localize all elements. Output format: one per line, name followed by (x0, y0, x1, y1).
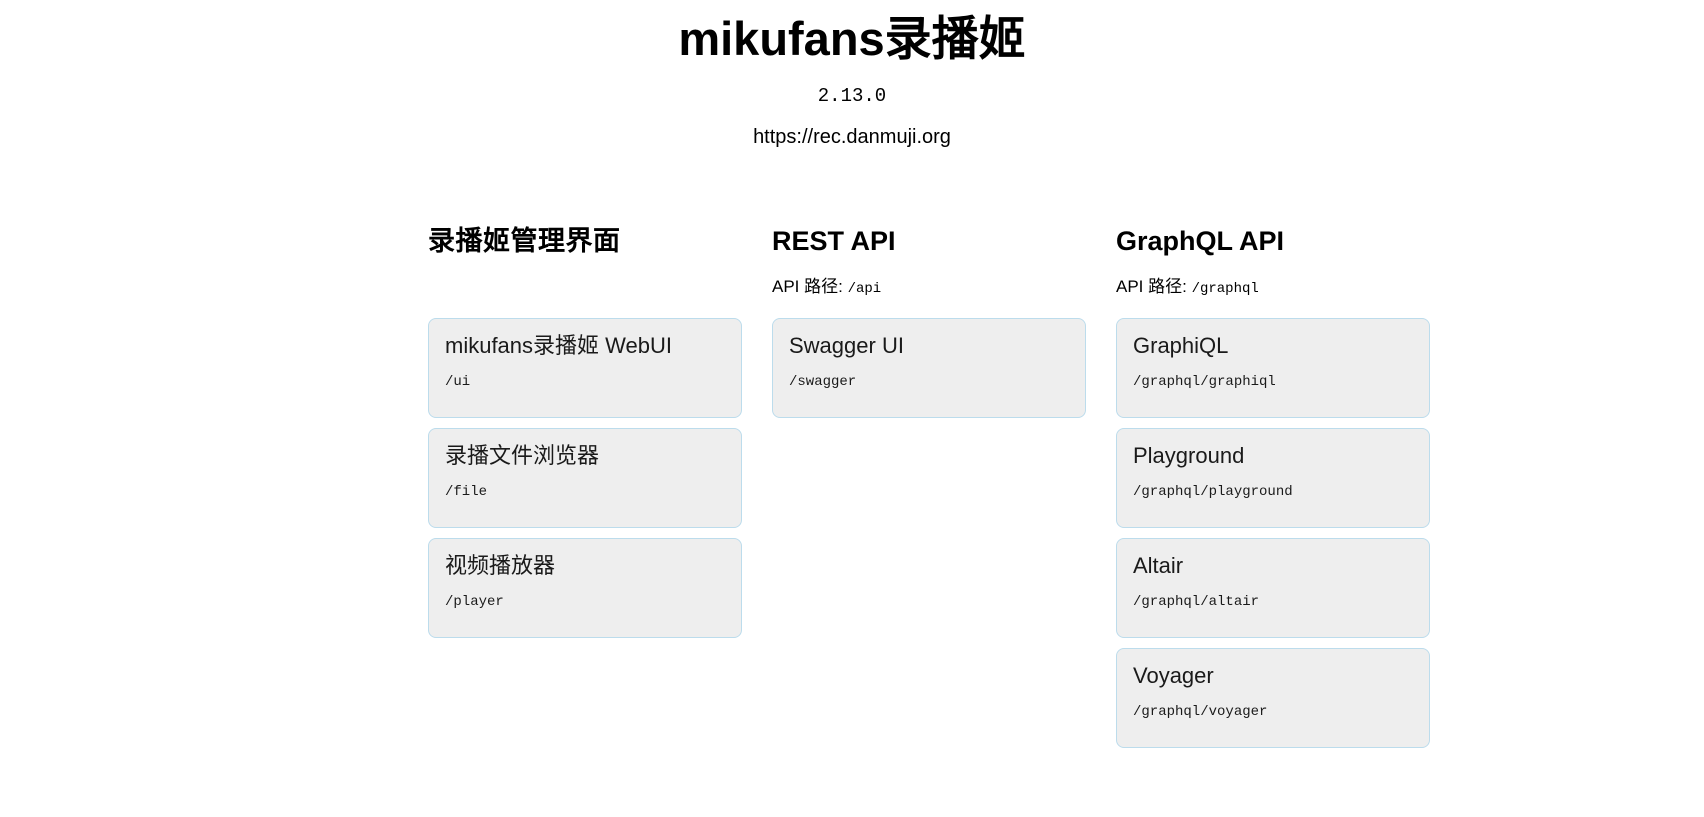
card-voyager[interactable]: Voyager /graphql/voyager (1116, 648, 1430, 748)
link-columns: 录播姬管理界面 mikufans录播姬 WebUI /ui 录播文件浏览器 /f… (428, 225, 1430, 748)
column-title-graphql-api: GraphQL API (1116, 226, 1285, 256)
card-altair-path: /graphql/altair (1133, 594, 1260, 610)
card-playground[interactable]: Playground /graphql/playground (1116, 428, 1430, 528)
card-list-management-ui: mikufans录播姬 WebUI /ui 录播文件浏览器 /file 视频播放… (428, 318, 742, 638)
card-swagger-ui[interactable]: Swagger UI /swagger (772, 318, 1086, 418)
rest-api-path-value: /api (847, 281, 882, 297)
card-webui[interactable]: mikufans录播姬 WebUI /ui (428, 318, 742, 418)
card-file-browser-label: 录播文件浏览器 (445, 443, 600, 468)
card-playground-label: Playground (1133, 443, 1245, 468)
column-graphql-api: GraphQL API API 路径: /graphql GraphiQL /g… (1116, 225, 1430, 748)
card-video-player[interactable]: 视频播放器 /player (428, 538, 742, 638)
card-graphiql-path: /graphql/graphiql (1133, 374, 1276, 390)
card-swagger-ui-path: /swagger (789, 374, 857, 390)
card-altair[interactable]: Altair /graphql/altair (1116, 538, 1430, 638)
card-file-browser-path: /file (445, 484, 488, 500)
card-altair-label: Altair (1133, 553, 1184, 578)
page-title: mikufans录播姬 (678, 12, 1026, 65)
column-subtitle-graphql-api: API 路径: /graphql (1116, 277, 1430, 297)
card-swagger-ui-label: Swagger UI (789, 333, 904, 358)
card-voyager-path: /graphql/voyager (1133, 704, 1268, 720)
graphql-api-path-label: API 路径: (1116, 277, 1192, 296)
column-title-rest-api: REST API (772, 226, 896, 256)
app-version: 2.13.0 (817, 85, 887, 107)
card-video-player-path: /player (445, 594, 504, 610)
column-subtitle-rest-api: API 路径: /api (772, 277, 1086, 297)
card-video-player-label: 视频播放器 (445, 553, 556, 578)
card-graphiql[interactable]: GraphiQL /graphql/graphiql (1116, 318, 1430, 418)
card-webui-path: /ui (445, 374, 471, 390)
card-playground-path: /graphql/playground (1133, 484, 1293, 500)
card-webui-label: mikufans录播姬 WebUI (445, 333, 672, 358)
card-graphiql-label: GraphiQL (1133, 333, 1229, 358)
column-title-management-ui: 录播姬管理界面 (428, 226, 621, 256)
card-voyager-label: Voyager (1133, 663, 1214, 688)
card-file-browser[interactable]: 录播文件浏览器 /file (428, 428, 742, 528)
graphql-api-path-value: /graphql (1191, 281, 1259, 297)
project-url: https://rec.danmuji.org (753, 126, 951, 148)
rest-api-path-label: API 路径: (772, 277, 848, 296)
card-list-graphql-api: GraphiQL /graphql/graphiql Playground /g… (1116, 318, 1430, 748)
column-rest-api: REST API API 路径: /api Swagger UI /swagge… (772, 225, 1086, 418)
card-list-rest-api: Swagger UI /swagger (772, 318, 1086, 418)
column-management-ui: 录播姬管理界面 mikufans录播姬 WebUI /ui 录播文件浏览器 /f… (428, 225, 742, 638)
page-header: mikufans录播姬 2.13.0 https://rec.danmuji.o… (0, 0, 1704, 149)
